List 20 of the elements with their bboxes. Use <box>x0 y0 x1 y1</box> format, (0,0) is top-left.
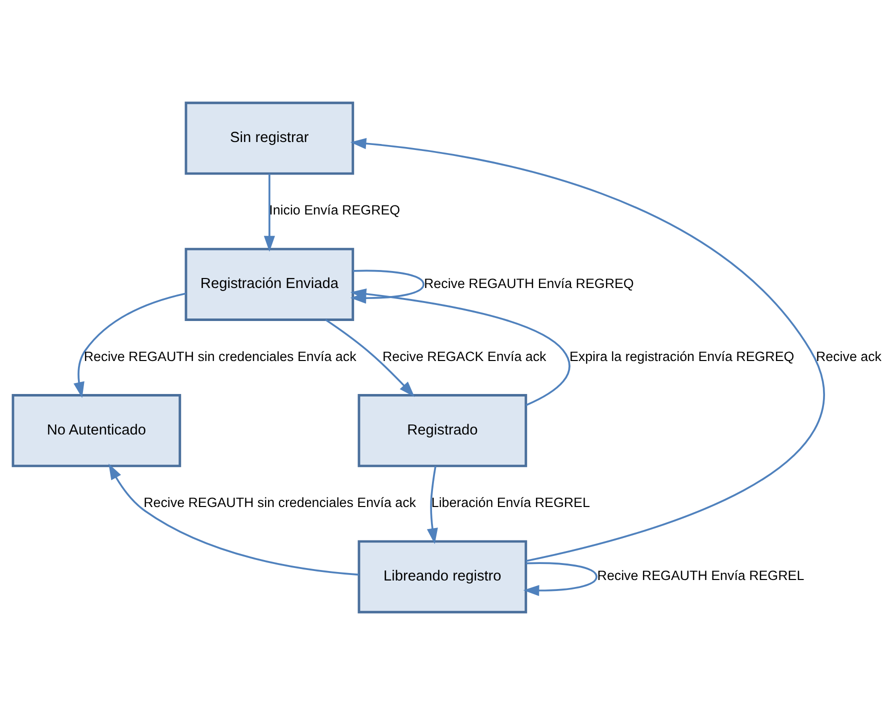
node-box: No Autenticado <box>12 394 182 467</box>
edge-label: Recive ack <box>816 348 882 364</box>
node-box: Registración Enviada <box>184 247 354 320</box>
arrow <box>74 292 186 398</box>
arrow <box>264 173 275 252</box>
edge-label: Recive REGAUTH sin credenciales Envía ack <box>144 494 416 510</box>
node-box: Libreando registro <box>358 540 528 613</box>
arrow <box>108 463 359 576</box>
edge-label: Inicio Envía REGREQ <box>269 202 400 218</box>
edge-label: Expira la registración Envía REGREQ <box>569 348 794 364</box>
arrow <box>426 466 438 544</box>
node-box: Registrado <box>358 394 528 467</box>
edge-label: Recive REGAUTH sin credenciales Envía ack <box>84 348 356 364</box>
edge-label: Liberación Envía REGREL <box>431 494 590 510</box>
arrow <box>523 562 598 596</box>
edge-label: Recive REGAUTH Envía REGREL <box>597 568 804 583</box>
arrow <box>325 318 415 396</box>
edge-label: Recive REGAUTH Envía REGREQ <box>424 275 634 290</box>
edge-label: Recive REGACK Envía ack <box>382 348 546 364</box>
node-box: Sin registrar <box>184 101 354 174</box>
